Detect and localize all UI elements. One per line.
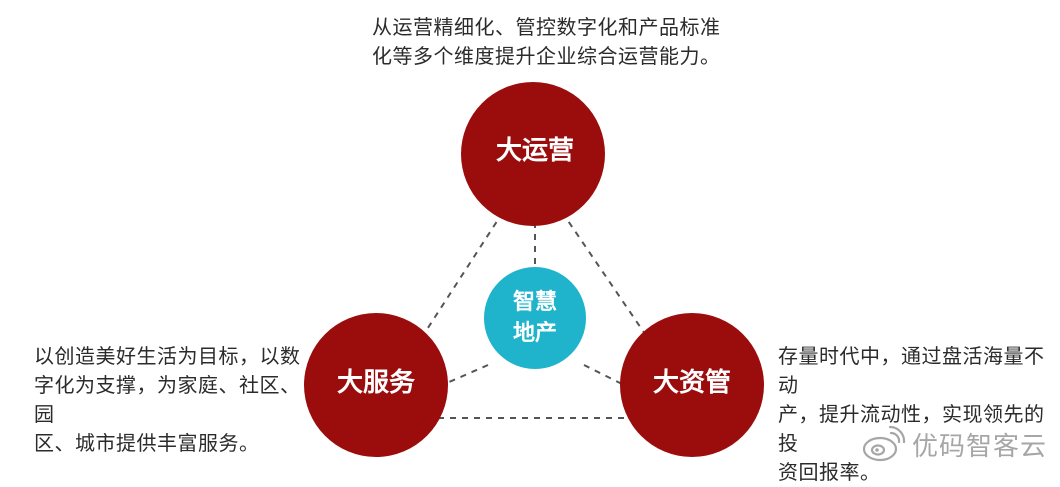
node-top-circle: [461, 82, 605, 226]
connector-top-left: [423, 211, 504, 335]
weibo-icon: [862, 425, 906, 462]
connectors: [423, 211, 646, 419]
connector-center-left: [439, 364, 489, 387]
left-description: 以创造美好生活为目标，以数 字化为支撑，为家庭、社区、园 区、城市提供丰富服务。: [34, 344, 301, 455]
connector-top-right: [561, 211, 646, 335]
connector-center-right: [583, 364, 627, 387]
node-left-circle: [304, 313, 448, 457]
watermark: 优码智客云: [860, 424, 1047, 464]
watermark-text: 优码智客云: [912, 431, 1048, 462]
right-description: 存量时代中，通过盘活海量不动 产，提升流动性，实现领先的投 资回报率。: [778, 344, 1045, 484]
top-description: 从运营精细化、管控数字化和产品标准 化等多个维度提升企业综合运营能力。: [372, 15, 721, 68]
diagram-canvas: [304, 82, 764, 457]
node-right-circle: [620, 313, 764, 457]
center-circle: [484, 267, 586, 369]
node-top-label: 大运营: [495, 136, 574, 166]
node-right-label: 大资管: [652, 368, 731, 398]
node-left-label: 大服务: [336, 368, 415, 398]
center-label: 智慧 地产: [512, 290, 557, 346]
